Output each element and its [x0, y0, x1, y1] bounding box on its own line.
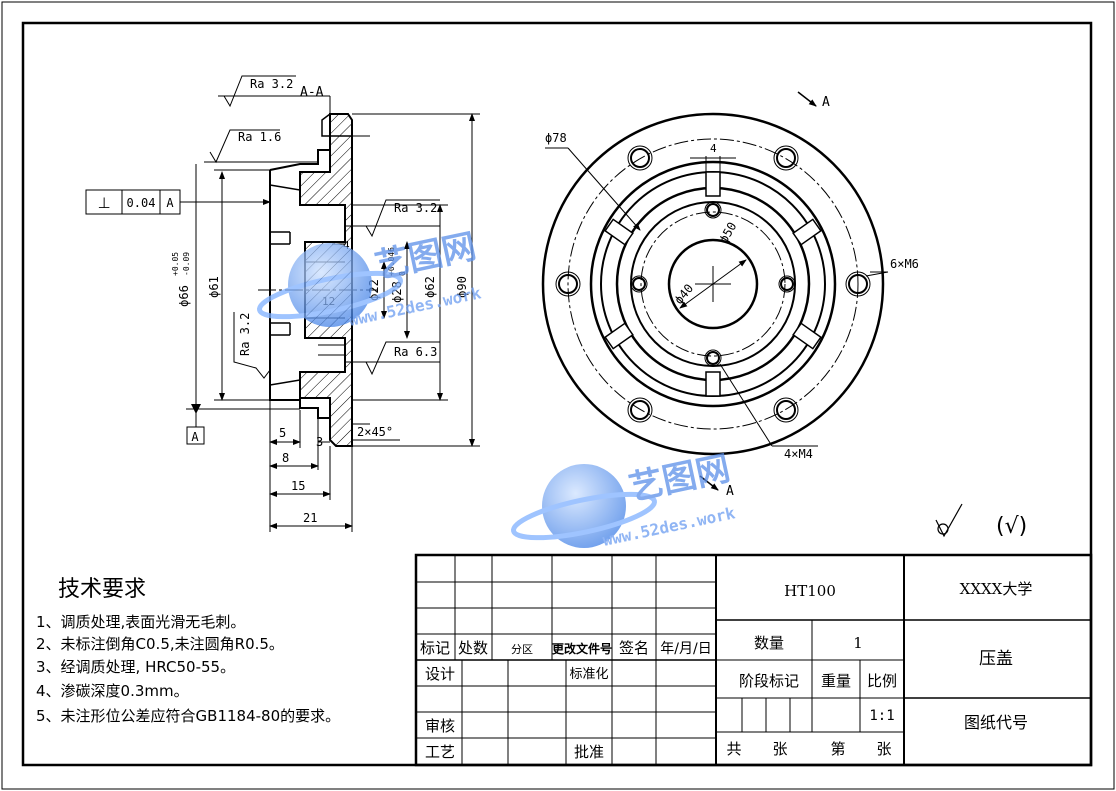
- dim-d66-upper: +0.05: [171, 252, 180, 276]
- watermark-logo: 艺图网 www.52des.work 艺图网 www.52des.work: [256, 226, 737, 550]
- dim-15: 15: [291, 479, 305, 493]
- quantity-value: 1: [853, 634, 863, 652]
- datum-label: A: [191, 430, 199, 444]
- approve-label: 批准: [574, 743, 604, 761]
- section-view: A-A Ra 3.2 Ra 1.6 Ra 3.2 Ra 6.3 Ra 3.2 ⊥…: [85, 75, 480, 532]
- dim-21: 21: [303, 511, 317, 525]
- standardize-label: 标准化: [569, 667, 608, 682]
- m4-hole: [778, 275, 796, 293]
- roughness-ra63: Ra 6.3: [394, 345, 437, 359]
- dim-d66: ϕ66: [177, 285, 191, 307]
- dim-d28-upper: +0.046: [387, 247, 396, 276]
- sheet-unit: 张: [876, 740, 891, 758]
- m6-hole: [627, 145, 653, 171]
- m6-hole: [845, 271, 871, 297]
- dim-d28-lower: 0: [398, 271, 407, 276]
- rev-sign: 签名: [619, 639, 649, 657]
- m6-hole: [773, 397, 799, 423]
- scale-value: 1:1: [869, 708, 894, 724]
- dim-4-bore: 4: [343, 239, 350, 252]
- rev-date: 年/月/日: [660, 641, 711, 657]
- sheets-unit: 张: [772, 740, 787, 758]
- tech-item: 3、经调质处理, HRC50-55。: [36, 658, 235, 676]
- dim-5: 5: [279, 426, 286, 440]
- front-view: A A ϕ78 4 ϕ50 ϕ40 6×M6 4×M4: [541, 91, 919, 499]
- process-label: 工艺: [425, 743, 455, 761]
- perpendicularity-icon: ⊥: [97, 194, 110, 212]
- tech-requirements: 技术要求 1、调质处理,表面光滑无毛刺。 2、未标注倒角C0.5,未注圆角R0.…: [36, 577, 340, 725]
- rev-doc: 更改文件号: [552, 641, 612, 656]
- other-roughness: (√): [935, 503, 1027, 539]
- rev-zone: 分区: [511, 643, 533, 656]
- roughness-ra16: Ra 1.6: [238, 130, 281, 144]
- roughness-ra32-bore: Ra 3.2: [394, 201, 437, 215]
- weight-label: 重量: [821, 672, 851, 690]
- review-label: 审核: [425, 717, 455, 735]
- m6-hole: [555, 271, 581, 297]
- m6-hole: [627, 397, 653, 423]
- dim-d61: ϕ61: [207, 276, 221, 298]
- chamfer-label: 2×45°: [357, 425, 393, 439]
- roughness-bracket: (√): [996, 514, 1027, 539]
- holes-m4-label: 4×M4: [784, 447, 813, 461]
- section-label: A-A: [300, 85, 324, 100]
- tolerance-datum: A: [166, 196, 174, 210]
- material: HT100: [784, 582, 836, 600]
- dim-d78: ϕ78: [545, 131, 567, 145]
- part-name: 压盖: [979, 649, 1013, 669]
- title-block: [414, 553, 1093, 767]
- title-block-text: HT100 XXXX大学 压盖 图纸代号 数量 1 阶段标记 重量 比例 1:1…: [420, 580, 1032, 761]
- dim-d40: ϕ40: [672, 281, 697, 307]
- dim-d66-lower: -0.09: [182, 252, 191, 276]
- sheets-total: 共: [726, 740, 741, 758]
- tech-item: 5、未注形位公差应符合GB1184-80的要求。: [36, 707, 340, 725]
- dim-3: 3: [316, 435, 323, 449]
- tech-item: 4、渗碳深度0.3mm。: [36, 682, 189, 700]
- roughness-ra32-left: Ra 3.2: [238, 313, 252, 356]
- roughness-ra32-top: Ra 3.2: [250, 77, 293, 91]
- stage-mark: 阶段标记: [739, 672, 799, 690]
- dim-d90: ϕ90: [455, 276, 469, 298]
- scale-label: 比例: [867, 672, 897, 690]
- tech-item: 1、调质处理,表面光滑无毛刺。: [36, 613, 245, 631]
- watermark-name-2: 艺图网: [626, 448, 734, 508]
- m6-hole: [773, 145, 799, 171]
- dim-8: 8: [282, 451, 289, 465]
- sheet-no: 第: [830, 740, 845, 758]
- m4-hole: [630, 275, 648, 293]
- tech-item: 2、未标注倒角C0.5,未注圆角R0.5。: [36, 635, 284, 653]
- rev-mark: 标记: [420, 639, 450, 657]
- quantity-label: 数量: [754, 634, 784, 652]
- tech-title: 技术要求: [58, 577, 146, 602]
- rev-count: 处数: [458, 639, 488, 657]
- m4-hole: [704, 201, 722, 219]
- m4-hole: [704, 349, 722, 367]
- holes-m6-label: 6×M6: [890, 257, 919, 271]
- drawing-number: 图纸代号: [964, 713, 1028, 732]
- tolerance-value: 0.04: [127, 196, 156, 210]
- view-arrow-label-bottom: A: [726, 484, 734, 499]
- dim-4-slot: 4: [710, 142, 717, 155]
- design-label: 设计: [425, 665, 455, 683]
- school-name: XXXX大学: [960, 580, 1033, 598]
- dim-d62: ϕ62: [423, 276, 437, 298]
- view-arrow-label-top: A: [822, 95, 830, 110]
